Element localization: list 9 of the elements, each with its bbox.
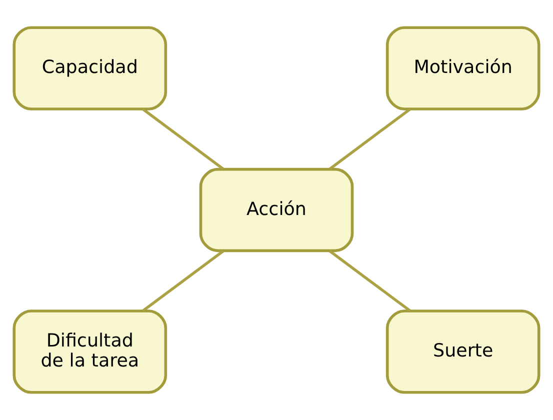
connector	[328, 250, 411, 312]
connector	[142, 108, 224, 170]
node-box: Suerte	[386, 310, 540, 394]
node-box: Motivación	[386, 26, 540, 110]
node-box: Dificultad de la tarea	[12, 310, 168, 394]
node-box: Capacidad	[12, 26, 168, 110]
connector	[328, 108, 411, 170]
node-box: Acción	[199, 168, 354, 252]
connector	[142, 250, 224, 312]
